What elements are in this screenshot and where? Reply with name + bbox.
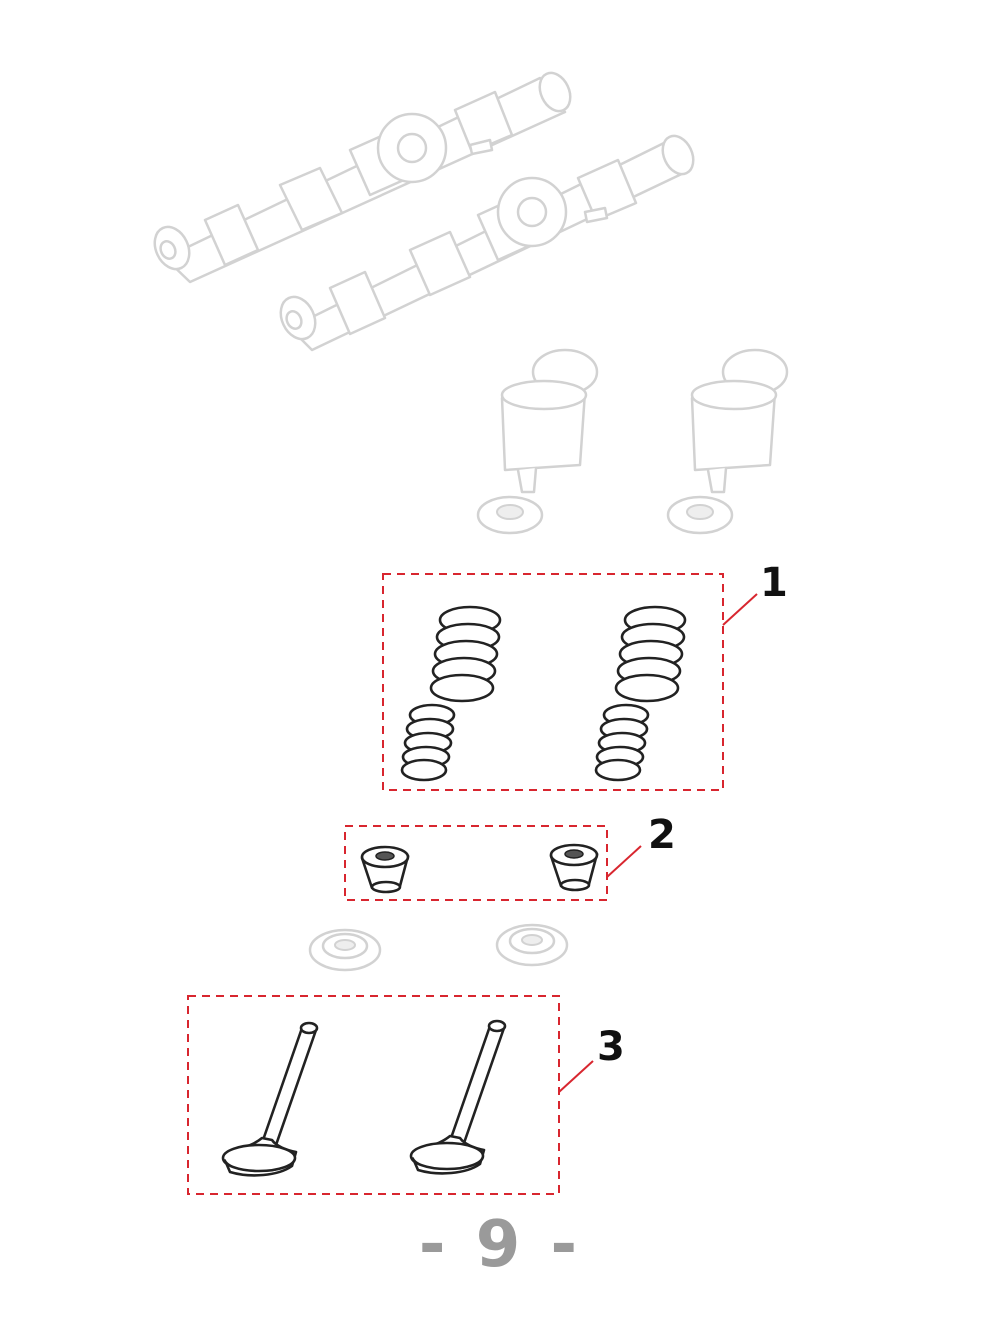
page-number: - 9 -: [418, 1208, 582, 1282]
leader-line-3: [558, 1060, 594, 1093]
group-box-stem-seals: [344, 825, 608, 901]
group-box-valve-springs: [382, 573, 724, 791]
valve-stem-seal-right: [549, 843, 599, 892]
leader-line-1: [722, 593, 758, 626]
camshaft-upper: [153, 71, 572, 284]
camshaft-lower: [279, 134, 695, 352]
valve-spring-set-right: [594, 605, 687, 782]
leader-line-2: [606, 845, 642, 878]
group-box-valves: [187, 995, 560, 1195]
callout-2: 2: [648, 812, 676, 858]
valve-right: [409, 1019, 507, 1175]
tappet-left: [476, 348, 599, 535]
spring-seat-left: [308, 928, 382, 972]
spring-seat-right: [495, 923, 569, 967]
tappet-right: [666, 348, 789, 535]
valve-spring-set-left: [400, 605, 502, 782]
callout-1: 1: [760, 560, 788, 606]
valve-stem-seal-left: [360, 845, 410, 894]
valve-left: [221, 1021, 319, 1177]
callout-3: 3: [597, 1024, 625, 1070]
